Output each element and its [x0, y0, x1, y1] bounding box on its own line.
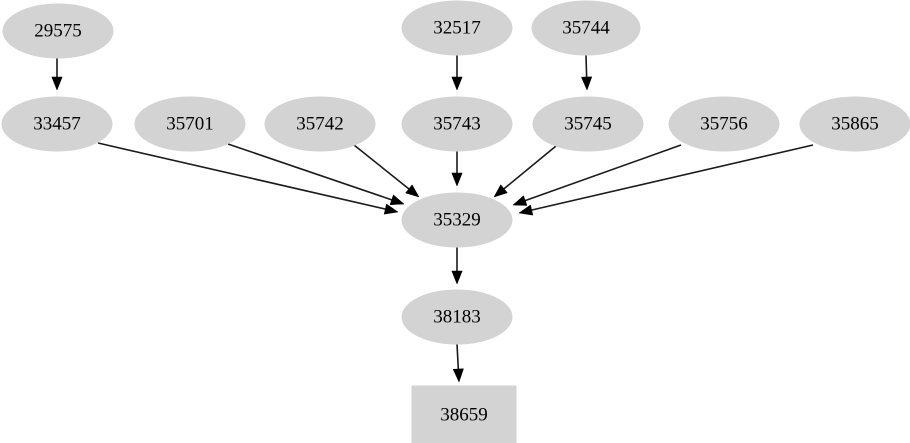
node-box-shape[interactable] [411, 385, 517, 443]
graph-edge [581, 54, 593, 91]
edge-arrowhead [452, 368, 464, 383]
edge-arrowhead [389, 194, 405, 205]
node-ellipse-shape[interactable] [799, 96, 910, 152]
edge-line [529, 144, 814, 212]
graph-node-29575[interactable]: 29575 [2, 3, 114, 59]
edge-arrowhead [451, 172, 463, 187]
graph-node-35865[interactable]: 35865 [799, 96, 910, 152]
edge-line [523, 144, 682, 203]
edge-line [227, 143, 394, 202]
graph-node-35745[interactable]: 35745 [532, 96, 644, 152]
graph-edge [451, 55, 463, 91]
graph-node-35743[interactable]: 35743 [401, 96, 513, 152]
edge-arrowhead [518, 204, 534, 216]
node-ellipse-shape[interactable] [401, 96, 513, 152]
node-ellipse-shape[interactable] [668, 96, 780, 152]
edge-arrowhead [405, 184, 420, 198]
graph-node-38183[interactable]: 38183 [401, 289, 513, 345]
edge-line [353, 144, 411, 191]
graph-node-35756[interactable]: 35756 [668, 96, 780, 152]
edge-line [501, 145, 557, 191]
graph-edge [51, 58, 63, 91]
node-ellipse-shape[interactable] [2, 3, 114, 59]
graph-node-35744[interactable]: 35744 [531, 0, 641, 56]
graph-node-35742[interactable]: 35742 [264, 96, 376, 152]
edge-arrowhead [383, 203, 399, 215]
graph-edge [97, 142, 399, 215]
node-ellipse-shape[interactable] [401, 289, 513, 345]
graph-edge [512, 144, 682, 206]
node-ellipse-shape[interactable] [401, 0, 513, 56]
graph-edge [493, 145, 557, 198]
edge-arrowhead [451, 76, 463, 91]
graph-edge [451, 151, 463, 187]
edge-layer [51, 54, 814, 383]
graph-edge [227, 143, 405, 205]
graph-edge [451, 247, 463, 285]
node-ellipse-shape[interactable] [1, 96, 113, 152]
edge-line [97, 142, 388, 211]
edge-arrowhead [581, 76, 593, 91]
node-ellipse-shape[interactable] [134, 96, 246, 152]
graph-node-35329[interactable]: 35329 [401, 192, 513, 248]
graph-edge [353, 144, 420, 198]
edge-line [585, 54, 588, 80]
edge-arrowhead [493, 184, 508, 198]
graph-node-35701[interactable]: 35701 [134, 96, 246, 152]
graph-node-33457[interactable]: 33457 [1, 96, 113, 152]
graph-edge [518, 144, 814, 216]
node-ellipse-shape[interactable] [264, 96, 376, 152]
node-ellipse-shape[interactable] [401, 192, 513, 248]
edge-arrowhead [512, 195, 528, 206]
graph-edge [452, 343, 464, 383]
edge-line [456, 343, 460, 372]
node-ellipse-shape[interactable] [531, 0, 641, 56]
graph-node-38659[interactable]: 38659 [411, 385, 517, 443]
graph-node-32517[interactable]: 32517 [401, 0, 513, 56]
edge-arrowhead [451, 270, 463, 285]
node-ellipse-shape[interactable] [532, 96, 644, 152]
edge-arrowhead [51, 76, 63, 91]
